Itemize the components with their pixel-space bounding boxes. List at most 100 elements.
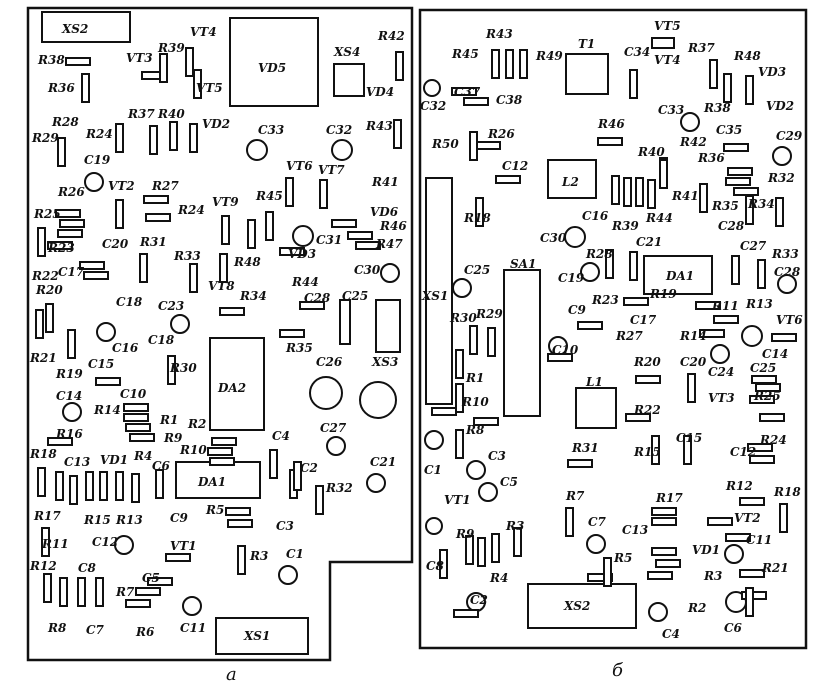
component-body-v bbox=[167, 355, 176, 385]
component-body-v bbox=[779, 503, 788, 533]
label-b: R27 bbox=[615, 329, 643, 343]
component-body-v bbox=[67, 329, 76, 359]
capacitor-body bbox=[182, 596, 202, 616]
module-body bbox=[333, 63, 365, 97]
component-body-v bbox=[393, 119, 402, 149]
label-b: C25 bbox=[464, 263, 490, 277]
capacitor-body bbox=[96, 322, 116, 342]
label-a: C31 bbox=[316, 233, 342, 247]
label-a: C26 bbox=[316, 355, 343, 369]
component-body-v bbox=[55, 471, 64, 501]
label-b: VD1 bbox=[692, 543, 720, 557]
module-body bbox=[215, 617, 309, 655]
component-body-v bbox=[395, 51, 404, 81]
label-b: R13 bbox=[745, 297, 773, 311]
label-b: C30 bbox=[540, 231, 567, 245]
label-b: R25 bbox=[753, 389, 781, 403]
component-body-v bbox=[745, 587, 754, 617]
component-body-h bbox=[451, 87, 477, 96]
capacitor-body bbox=[380, 263, 400, 283]
component-body-h bbox=[55, 209, 81, 218]
label-a: VD2 bbox=[202, 117, 230, 131]
label-a: R34 bbox=[239, 289, 267, 303]
label-a: R37 bbox=[127, 107, 155, 121]
label-a: R45 bbox=[255, 189, 283, 203]
capacitor-body bbox=[359, 381, 397, 419]
label-b: C33 bbox=[658, 103, 684, 117]
component-body-v bbox=[455, 383, 464, 413]
label-b: R45 bbox=[451, 47, 479, 61]
label-a: R35 bbox=[285, 341, 313, 355]
label-b: R43 bbox=[485, 27, 513, 41]
label-b: C32 bbox=[420, 99, 446, 113]
module-body bbox=[41, 11, 131, 43]
component-body-v bbox=[219, 253, 228, 283]
module-body bbox=[209, 337, 265, 431]
component-body-v bbox=[745, 75, 754, 105]
label-b: R42 bbox=[679, 135, 707, 149]
label-b: R49 bbox=[535, 49, 563, 63]
component-body-h bbox=[727, 167, 753, 176]
label-b: VT5 bbox=[654, 19, 681, 33]
capacitor-body bbox=[586, 534, 606, 554]
label-a: R29 bbox=[31, 131, 59, 145]
label-b: C37 bbox=[454, 85, 481, 99]
component-body-h bbox=[347, 231, 373, 240]
capacitor-body bbox=[724, 544, 744, 564]
component-body-h bbox=[473, 417, 499, 426]
label-a: R36 bbox=[47, 81, 75, 95]
component-body-v bbox=[709, 59, 718, 89]
label-a: R9 bbox=[163, 431, 183, 445]
label-b: C1 bbox=[424, 463, 442, 477]
label-a: XS3 bbox=[371, 355, 398, 369]
component-body-v bbox=[185, 47, 194, 77]
component-body-h bbox=[651, 517, 677, 526]
capacitor-body bbox=[309, 376, 343, 410]
component-body-v bbox=[487, 327, 496, 357]
component-body-h bbox=[635, 375, 661, 384]
component-body-v bbox=[505, 49, 514, 79]
component-body-v bbox=[603, 557, 612, 587]
component-body-h bbox=[59, 219, 85, 228]
label-a: R8 bbox=[47, 621, 67, 635]
component-body-v bbox=[149, 125, 158, 155]
component-body-v bbox=[139, 253, 148, 283]
label-b: T1 bbox=[578, 37, 595, 51]
label-b: R37 bbox=[687, 41, 715, 55]
component-body-h bbox=[79, 261, 105, 270]
label-a: R24 bbox=[177, 203, 205, 217]
component-body-v bbox=[469, 325, 478, 355]
component-body-h bbox=[279, 247, 305, 256]
label-b: C24 bbox=[708, 365, 734, 379]
label-a: R32 bbox=[325, 481, 353, 495]
label-b: R15 bbox=[633, 445, 661, 459]
component-body-h bbox=[725, 533, 751, 542]
label-b: R46 bbox=[597, 117, 625, 131]
component-body-v bbox=[731, 255, 740, 285]
component-body-v bbox=[189, 263, 198, 293]
label-a: R15 bbox=[83, 513, 111, 527]
label-b: SA1 bbox=[510, 257, 536, 271]
label-b: R14 bbox=[679, 329, 707, 343]
label-a: C14 bbox=[56, 389, 82, 403]
label-a: C16 bbox=[112, 341, 139, 355]
component-body-v bbox=[775, 197, 784, 227]
module-body bbox=[175, 461, 261, 499]
label-a: C13 bbox=[64, 455, 90, 469]
component-body-v bbox=[37, 227, 46, 257]
component-body-v bbox=[221, 215, 230, 245]
component-body-h bbox=[695, 301, 721, 310]
component-body-v bbox=[35, 309, 44, 339]
component-body-h bbox=[739, 497, 765, 506]
label-a: XS4 bbox=[333, 45, 360, 59]
label-b: R38 bbox=[703, 101, 731, 115]
label-a: XS1 bbox=[243, 629, 270, 643]
label-a: R17 bbox=[33, 509, 61, 523]
component-body-h bbox=[699, 329, 725, 338]
label-a: VT3 bbox=[126, 51, 153, 65]
module-body bbox=[547, 159, 597, 199]
label-a: C18 bbox=[148, 333, 175, 347]
label-b: C4 bbox=[662, 627, 680, 641]
component-body-h bbox=[165, 553, 191, 562]
label-b: C3 bbox=[488, 449, 506, 463]
